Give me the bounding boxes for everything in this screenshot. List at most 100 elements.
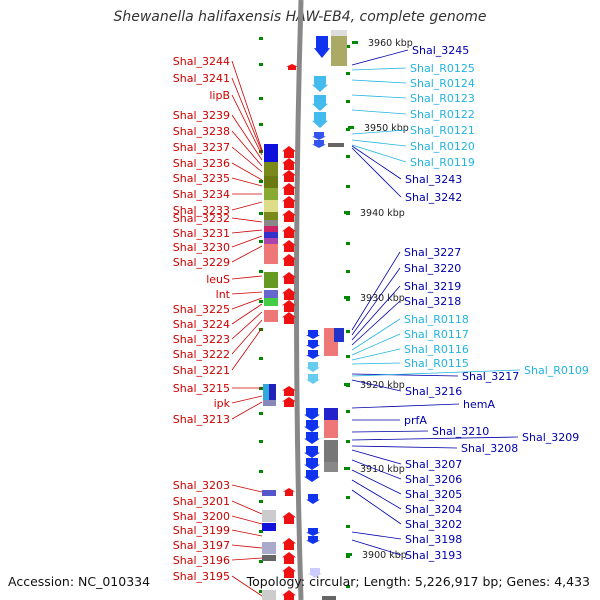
label-connector [231,245,263,263]
gene-arrow [282,196,296,208]
gene-block [264,244,278,264]
tick-mark [346,555,350,558]
tick-mark [259,180,263,183]
gene-block [264,310,278,322]
gene-label-left: Shal_3213 [173,413,230,426]
gene-label-left: Shal_3224 [173,318,230,331]
gene-block [322,596,336,600]
scale-tick [344,467,350,470]
gene-arrow [312,140,326,148]
gene-arrow [314,36,330,58]
gene-arrow [304,408,320,420]
gene-arrow [282,240,296,252]
label-connector [231,401,263,420]
gene-block [324,440,338,452]
label-connector [351,449,402,465]
tick-mark [259,240,263,243]
gene-arrow [304,470,320,482]
tick-mark [259,37,263,40]
label-connector [231,77,263,153]
gene-label-right: Shal_R0122 [410,108,475,121]
gene-label-left: Shal_3231 [173,227,230,240]
gene-arrow [306,494,320,504]
label-connector [231,146,263,173]
gene-arrow [282,590,296,600]
gene-label-left: leuS [206,273,230,286]
gene-label-right: Shal_3218 [404,295,461,308]
tick-mark [346,410,350,413]
gene-label-left: Shal_3223 [173,333,230,346]
tick-mark [259,560,263,563]
label-connector [231,114,263,161]
label-connector [231,291,263,295]
gene-arrow [282,566,296,578]
label-connector [351,147,402,198]
label-connector [231,275,263,280]
gene-arrow [282,397,296,407]
gene-arrow [282,146,296,158]
gene-block [264,144,278,162]
label-connector [231,130,263,167]
tick-mark [346,270,350,273]
gene-arrow [282,254,296,266]
label-connector [231,217,263,223]
gene-block [334,328,344,342]
gene-block [331,34,347,66]
gene-block [331,30,347,36]
gene-label-right: Shal_R0116 [404,343,469,356]
gene-label-left: Shal_3196 [173,554,230,567]
scale-tick [352,41,358,44]
label-connector [351,67,407,71]
gene-label-left: Shal_3230 [173,241,230,254]
label-connector [231,235,263,248]
gene-label-right: Shal_R0115 [404,357,469,370]
gene-label-right: Shal_3245 [412,44,469,57]
gene-arrow [282,226,296,238]
gene-label-right: Shal_3220 [404,262,461,275]
gene-block [264,162,278,176]
gene-label-left: Shal_3229 [173,256,230,269]
tick-mark [346,330,350,333]
scale-tick [344,296,350,299]
label-connector [231,177,263,187]
gene-block [264,220,278,226]
gene-label-right: Shal_3216 [405,385,462,398]
tick-mark [346,155,350,158]
tick-mark [259,530,263,533]
tick-mark [346,585,350,588]
gene-label-left: ipk [214,397,231,410]
gene-arrow [282,300,296,312]
gene-label-right: Shal_R0119 [410,156,475,169]
gene-label-right: hemA [463,398,495,411]
gene-label-left: Shal_3222 [173,348,230,361]
tick-mark [259,387,263,390]
tick-mark [259,63,263,66]
label-connector [231,162,263,181]
label-connector [351,403,460,409]
tick-mark [346,242,350,245]
gene-label-right: Shal_3209 [522,431,579,444]
label-connector [231,311,263,340]
gene-arrow [304,446,320,458]
tick-mark [346,128,350,131]
gene-block [264,188,278,200]
gene-label-left: Shal_3238 [173,125,230,138]
gene-block [263,400,276,406]
gene-arrow [283,488,295,496]
label-connector [231,297,263,310]
label-connector [231,575,263,597]
scale-label: 3900 kbp [362,550,407,561]
gene-block [324,420,338,438]
tick-mark [259,97,263,100]
gene-block [264,238,278,244]
gene-block [269,384,276,400]
tick-mark [346,298,350,301]
tick-mark [259,212,263,215]
label-connector [351,469,402,495]
scale-label: 3910 kbp [360,464,405,475]
gene-arrow [286,64,298,70]
label-connector [351,129,407,135]
gene-label-right: Shal_3207 [405,458,462,471]
gene-arrow [306,350,320,359]
tick-mark [259,270,263,273]
